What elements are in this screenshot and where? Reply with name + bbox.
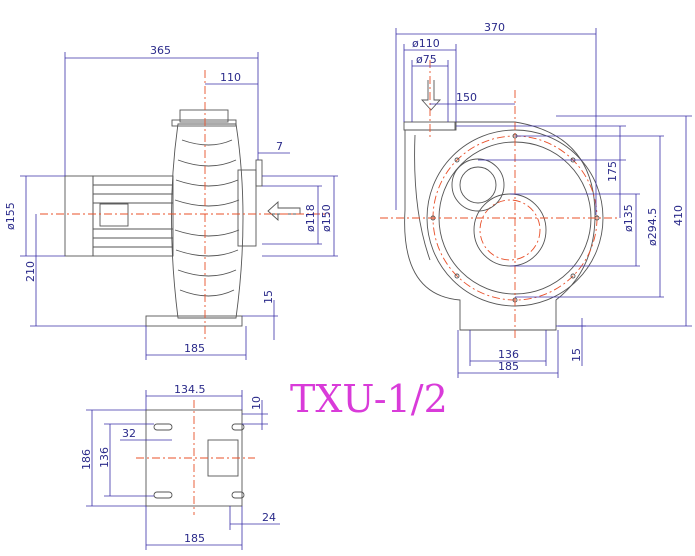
dim-height-center: 210	[24, 261, 37, 282]
dim-width-inner: 136	[98, 447, 111, 468]
housing-vanes	[174, 139, 240, 297]
model-label: TXU-1/2	[290, 377, 448, 421]
shaft-boss-inner	[459, 166, 497, 204]
dim-base-width: 185	[184, 532, 205, 545]
front-view: 370 ø110 ø75 150 175 ø135 ø294.5 410 136	[380, 21, 692, 378]
dim-base-edge: 10	[250, 396, 263, 410]
dim-inlet-dia: ø135	[622, 204, 635, 232]
dim-base-width: 185	[184, 342, 205, 355]
inlet-outer	[473, 193, 547, 267]
outlet-flange	[171, 119, 237, 127]
base-outline	[145, 409, 243, 507]
inlet-center-circle	[479, 199, 541, 261]
motor-fins	[93, 184, 173, 248]
dim-flange-thickness: 7	[276, 140, 283, 153]
terminal-box	[99, 203, 129, 227]
mounting-slots	[153, 423, 245, 499]
side-view: 365 110 7 ø155 210 ø118 ø150 15 185	[4, 44, 338, 360]
dim-length: 365	[150, 44, 171, 57]
dim-outlet-inner: ø75	[416, 53, 437, 66]
dim-outlet-outer: ø110	[412, 37, 440, 50]
dim-outlet-offset: 150	[456, 91, 477, 104]
dim-inlet-dia: ø118	[304, 204, 317, 232]
dim-base-thickness: 15	[570, 348, 583, 362]
airflow-arrow	[267, 200, 301, 222]
dim-offset: 24	[262, 511, 276, 524]
dim-width-outer: 186	[80, 449, 93, 470]
dim-inlet-height: 175	[606, 161, 619, 182]
volute-casing	[404, 121, 596, 331]
volute-inner-edge	[414, 134, 431, 261]
dim-base-inner: 136	[498, 348, 519, 361]
dim-base-length: 134.5	[174, 383, 206, 396]
dim-width: 370	[484, 21, 505, 34]
base-plate	[145, 315, 243, 327]
dim-base-thickness: 15	[262, 290, 275, 304]
dim-motor-dia: ø155	[4, 202, 17, 230]
dim-base-outer: 185	[498, 360, 519, 373]
outlet-arrow	[420, 80, 442, 111]
inlet-collar	[237, 169, 257, 247]
fan-housing	[171, 123, 244, 319]
motor-body	[92, 175, 174, 257]
base-view: 134.5 10 32 186 136 185 24	[80, 383, 280, 550]
motor-end-cap	[64, 175, 94, 257]
inlet-flange	[255, 159, 263, 187]
dim-outlet-offset: 110	[220, 71, 241, 84]
outlet-pipe	[179, 109, 229, 123]
dim-slot: 32	[122, 427, 136, 440]
dim-total-height: 410	[672, 205, 685, 226]
dim-flange-dia: ø150	[320, 204, 333, 232]
shaft-boss-outer	[451, 158, 505, 212]
dim-bolt-circle: ø294.5	[646, 208, 659, 246]
